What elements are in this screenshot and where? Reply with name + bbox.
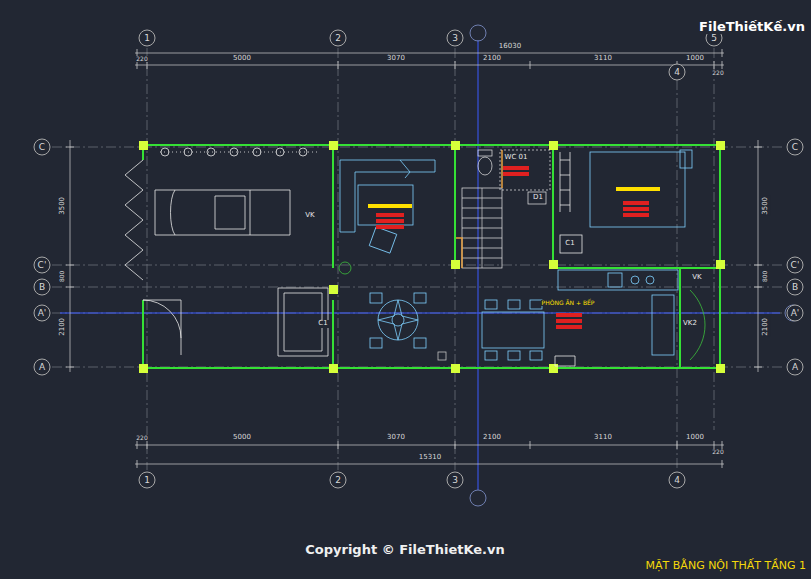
grid-label: C xyxy=(33,138,51,156)
bedroom-furniture xyxy=(560,150,692,253)
dimension: 2100 xyxy=(762,317,770,337)
dimension: 1000 xyxy=(685,55,705,63)
grid-bubble: B xyxy=(786,278,804,296)
door-tag: VK xyxy=(304,212,315,220)
stairs xyxy=(456,150,502,268)
dimension-lines xyxy=(66,49,762,468)
axis-lines xyxy=(60,25,801,506)
grid-label: 4 xyxy=(668,63,686,81)
grid-label: A' xyxy=(33,304,51,322)
grid-bubble: A xyxy=(33,358,51,376)
grid-bubble: A' xyxy=(786,304,804,322)
grid-bubble: C' xyxy=(33,256,51,274)
grid-label: A' xyxy=(786,304,804,322)
dimension: 3070 xyxy=(386,55,406,63)
grid-lines xyxy=(52,48,785,470)
grid-label: C xyxy=(786,138,804,156)
dimension: 3500 xyxy=(59,196,67,216)
dimension: 15310 xyxy=(418,454,442,462)
dimension: 3070 xyxy=(386,434,406,442)
highlight-marks xyxy=(368,166,660,329)
grid-bubble: C xyxy=(786,138,804,156)
dimension: 5000 xyxy=(232,55,252,63)
dimension: 220 xyxy=(135,435,148,442)
dimension: 3500 xyxy=(762,196,770,216)
grid-bubble: 3 xyxy=(446,471,464,489)
grid-bubble: 3 xyxy=(446,29,464,47)
grid-label: B xyxy=(33,278,51,296)
grid-bubble: 1 xyxy=(138,29,156,47)
dimension: 800 xyxy=(60,269,67,282)
dimension: 2100 xyxy=(482,434,502,442)
grid-label: 2 xyxy=(329,29,347,47)
grid-label: C' xyxy=(33,256,51,274)
dimension: 1000 xyxy=(685,434,705,442)
grid-bubble: 4 xyxy=(668,63,686,81)
door-tag: VK xyxy=(691,274,702,282)
room-name: WC 01 xyxy=(504,154,529,162)
dimension: 220 xyxy=(711,70,724,77)
dimension: 2100 xyxy=(59,317,67,337)
grid-label: 4 xyxy=(668,471,686,489)
grid-bubble: A xyxy=(786,358,804,376)
grid-bubble: 2 xyxy=(329,471,347,489)
watermark: FileThiếtKế.vn xyxy=(698,20,806,34)
grid-label: 3 xyxy=(446,29,464,47)
copyright: Copyright © FileThietKe.vn xyxy=(304,543,506,557)
grid-label: 2 xyxy=(329,471,347,489)
grid-label: 1 xyxy=(138,29,156,47)
grid-bubble: 4 xyxy=(668,471,686,489)
door-tag: C1 xyxy=(317,320,328,328)
grid-label: A xyxy=(786,358,804,376)
dimension: 220 xyxy=(135,56,148,63)
dimension: 5000 xyxy=(232,434,252,442)
grid-label: B xyxy=(786,278,804,296)
kitchen-furniture xyxy=(482,270,705,366)
room-name: PHÒNG ĂN + BẾP xyxy=(541,300,596,307)
drawing-caption: MẶT BẰNG NỘI THẤT TẦNG 1 xyxy=(646,560,806,572)
grid-bubble: C xyxy=(33,138,51,156)
grid-bubble: A' xyxy=(33,304,51,322)
grid-bubble: 2 xyxy=(329,29,347,47)
grid-bubble: C' xyxy=(786,256,804,274)
dimension: 16030 xyxy=(498,43,522,51)
wc xyxy=(478,150,550,204)
grid-label: A xyxy=(33,358,51,376)
door-tag: C1 xyxy=(564,240,575,248)
door-tag: D1 xyxy=(532,194,544,202)
grid-bubble: B xyxy=(33,278,51,296)
dimension: 3110 xyxy=(593,434,613,442)
grid-label: 1 xyxy=(138,471,156,489)
living-furniture xyxy=(339,160,446,360)
dimension: 800 xyxy=(763,269,770,282)
door-tag: VK2 xyxy=(682,320,698,328)
grid-bubble: 1 xyxy=(138,471,156,489)
grid-label: 3 xyxy=(446,471,464,489)
garage xyxy=(125,148,328,356)
grid-label: C' xyxy=(786,256,804,274)
dimension: 2100 xyxy=(482,55,502,63)
dimension: 3110 xyxy=(593,55,613,63)
columns xyxy=(139,141,725,373)
dimension: 220 xyxy=(711,449,724,456)
walls xyxy=(143,145,720,368)
